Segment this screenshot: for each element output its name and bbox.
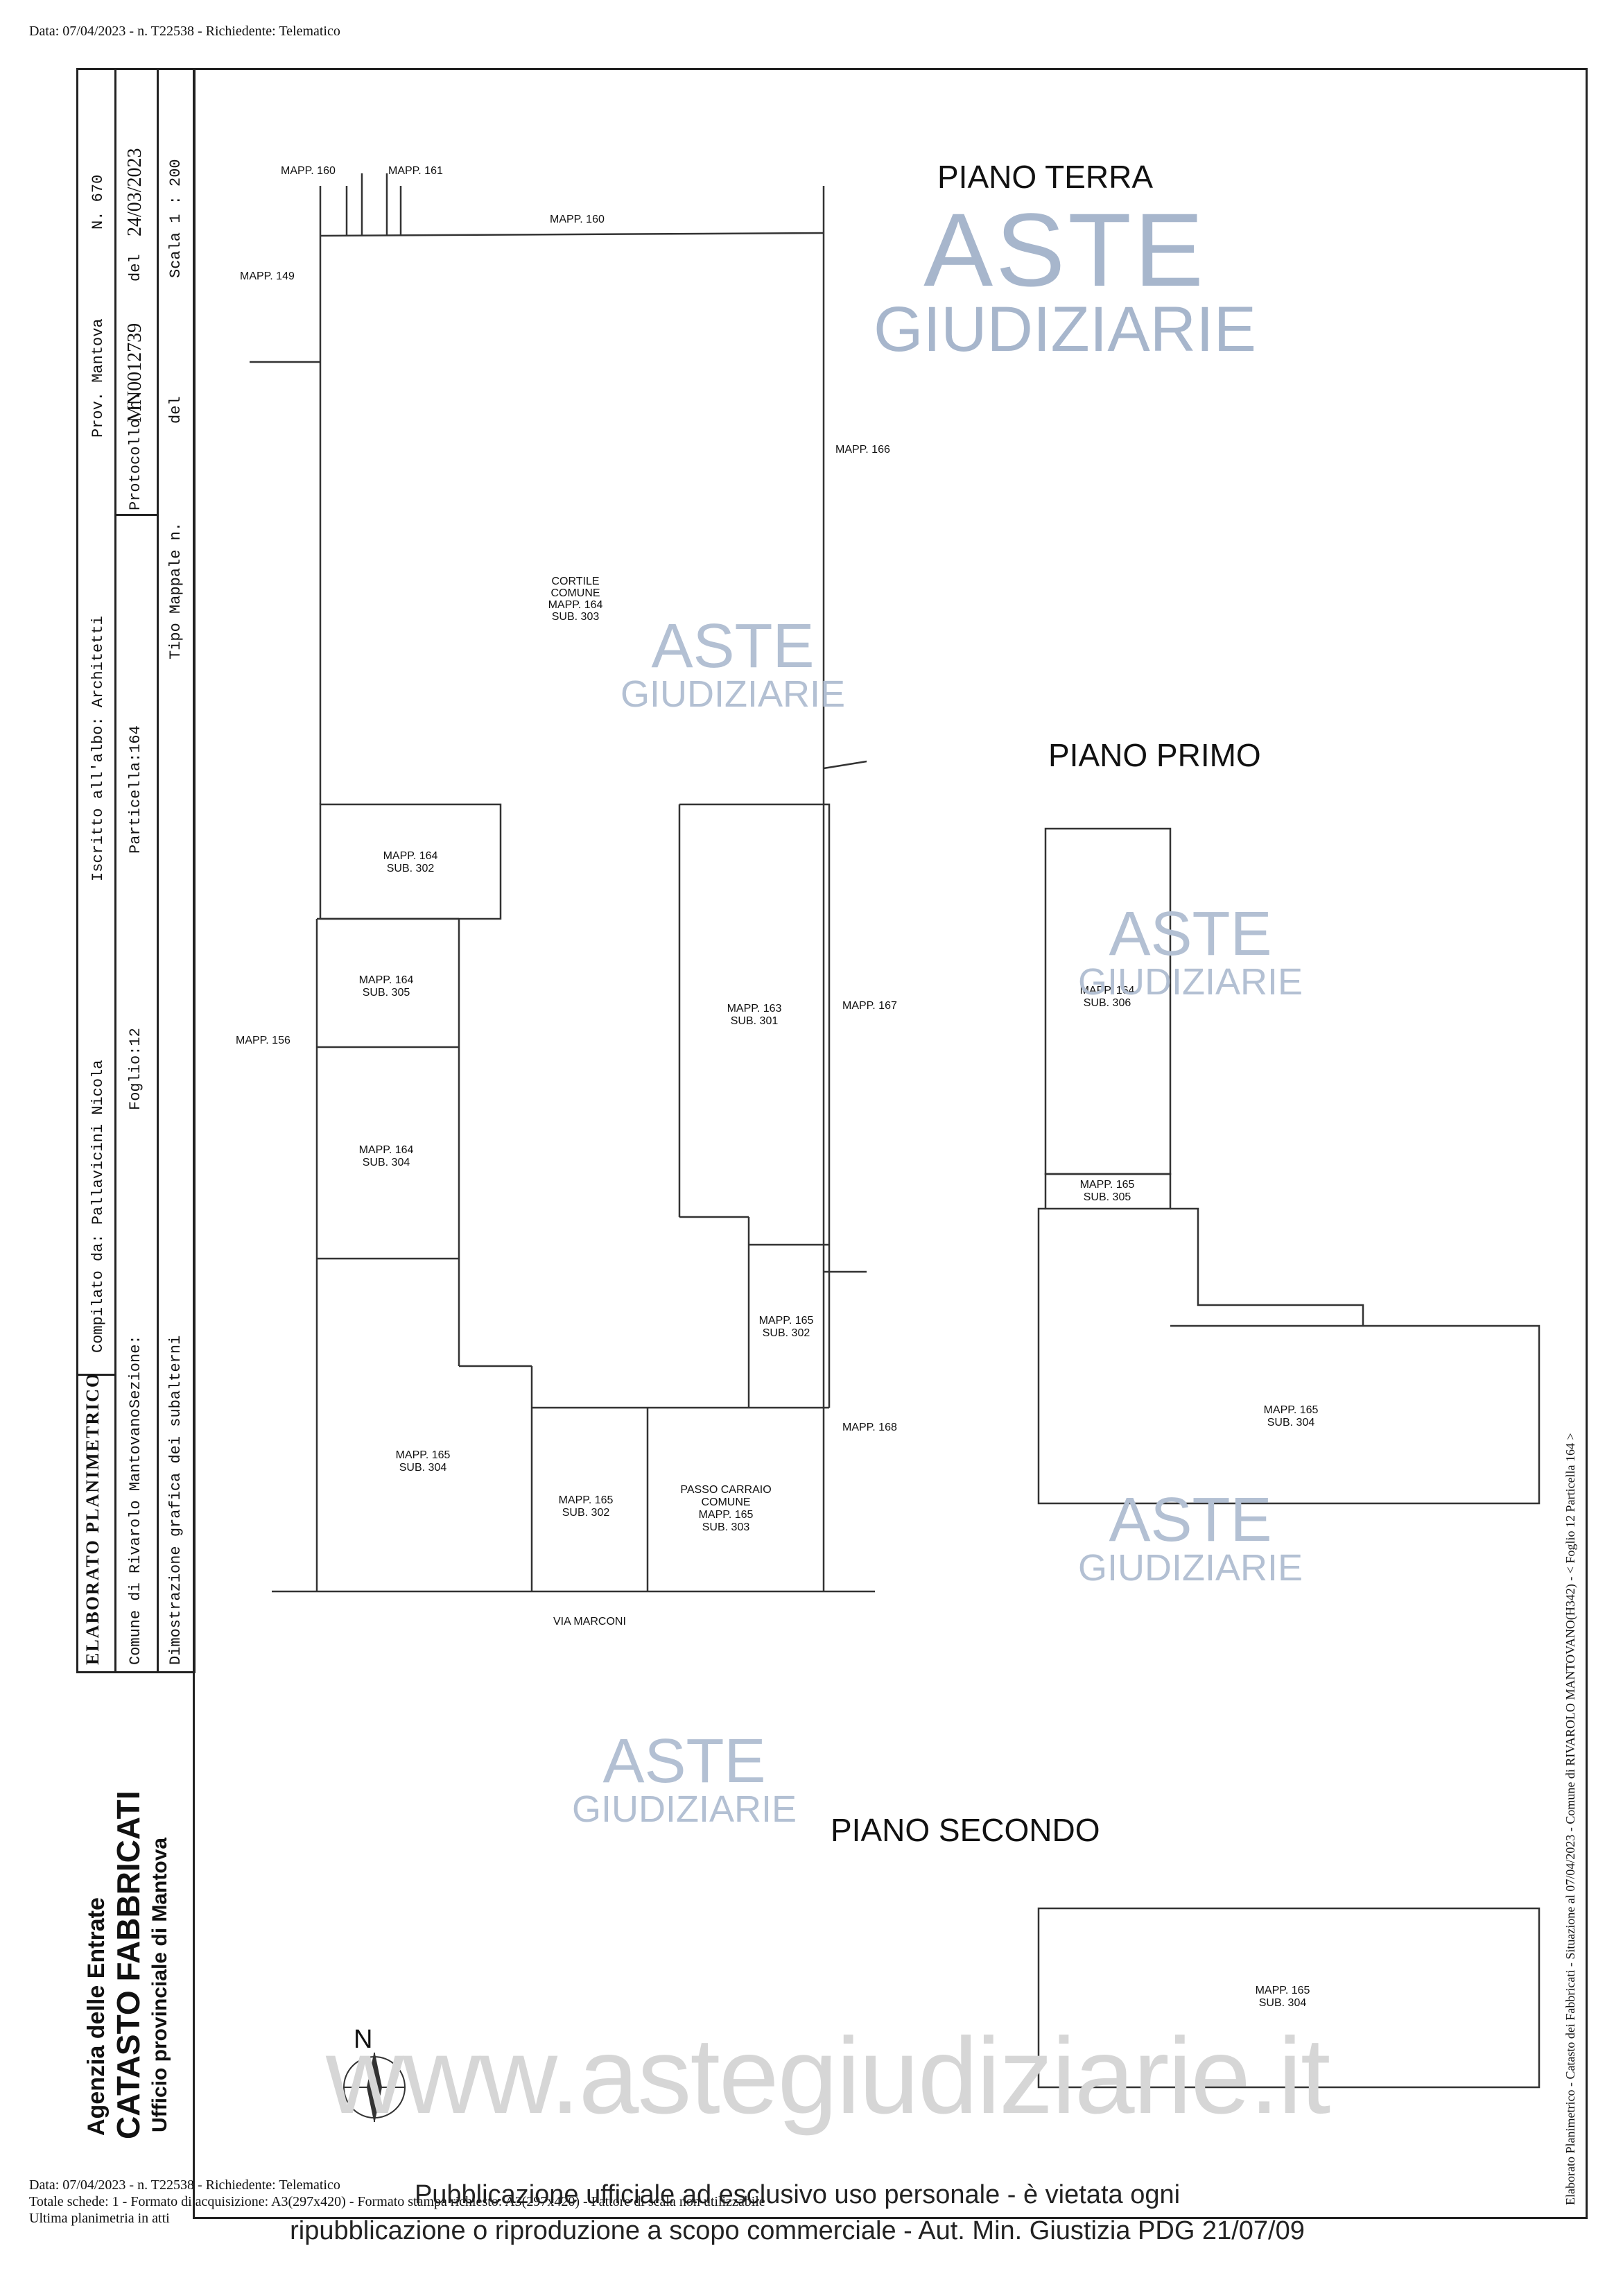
label-mapp166: MAPP. 166	[835, 444, 890, 456]
label-mapp156: MAPP. 156	[236, 1035, 290, 1046]
disclaimer-line2: ripubblicazione o riproduzione a scopo c…	[290, 2216, 1305, 2245]
footer-line2: Totale schede: 1 - Formato di acquisizio…	[29, 2194, 765, 2209]
disclaimer-line1: Pubblicazione ufficiale ad esclusivo uso…	[414, 2180, 1181, 2209]
label-mapp160-top: MAPP. 160	[281, 165, 336, 177]
title-piano-secondo: PIANO SECONDO	[831, 1812, 1100, 1848]
right-margin-note: Elaborato Planimetrico - Catasto dei Fab…	[1563, 1433, 1577, 2205]
label-mapp161: MAPP. 161	[388, 165, 443, 177]
label-mapp160: MAPP. 160	[550, 214, 605, 225]
label-via-marconi: VIA MARCONI	[553, 1616, 626, 1628]
label-mapp167: MAPP. 167	[842, 1000, 897, 1012]
title-piano-terra: PIANO TERRA	[937, 159, 1153, 195]
footer-line3: Ultima planimetria in atti	[29, 2211, 170, 2226]
title-piano-primo: PIANO PRIMO	[1048, 737, 1261, 773]
label-mapp149: MAPP. 149	[240, 270, 295, 282]
north-label: N	[354, 2025, 373, 2054]
header-request-note: Data: 07/04/2023 - n. T22538 - Richieden…	[29, 24, 340, 39]
label-mapp168: MAPP. 168	[842, 1422, 897, 1433]
footer-line1: Data: 07/04/2023 - n. T22538 - Richieden…	[29, 2177, 340, 2193]
north-arrow-icon	[343, 2053, 406, 2122]
drawing-frame	[193, 68, 1588, 2219]
